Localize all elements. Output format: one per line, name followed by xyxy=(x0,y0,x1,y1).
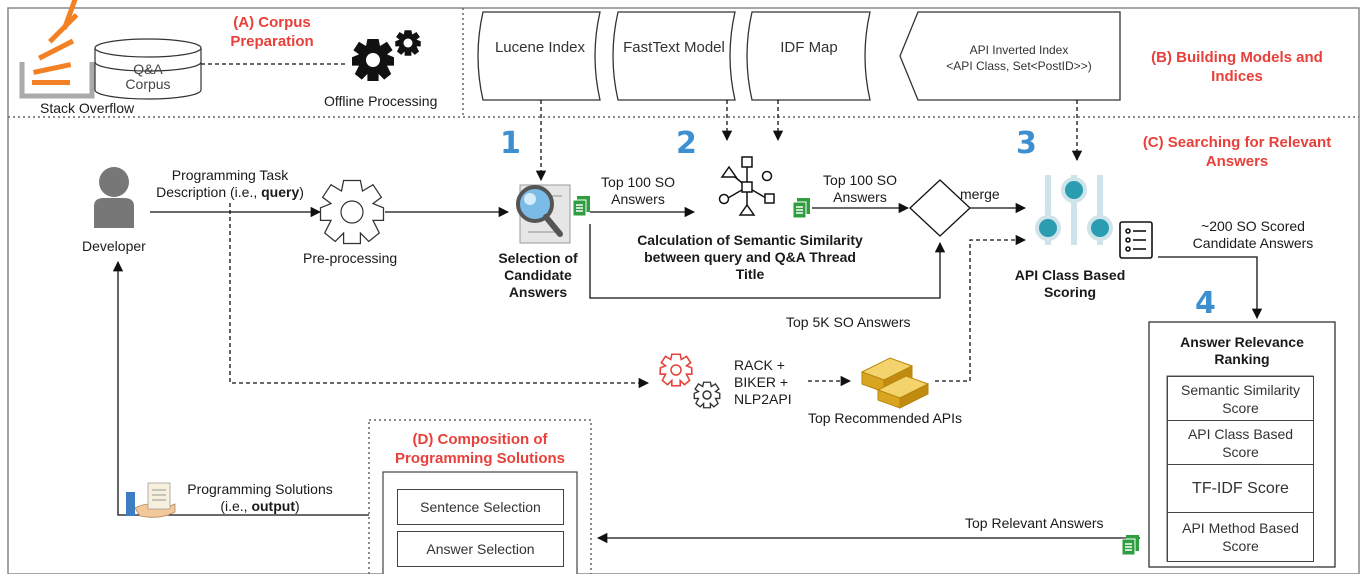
answer-selection-box: Answer Selection xyxy=(397,531,564,567)
step-1-number: 1 xyxy=(500,126,521,161)
step-4-number: 4 xyxy=(1195,286,1216,321)
top-recommended-apis-label: Top Recommended APIs xyxy=(807,410,963,426)
models-section-label: (B) Building Models and Indices xyxy=(1151,49,1323,85)
search-document-icon xyxy=(516,184,571,244)
developer-avatar xyxy=(94,167,134,228)
top100-answers-label-a: Top 100 SO Answers xyxy=(601,174,675,207)
qa-corpus-label: Q&A Corpus xyxy=(125,61,171,92)
composition-section-label: (D) Composition of Programming Solutions xyxy=(394,431,565,467)
api-class-based-score: API Class Based Score xyxy=(1167,420,1314,466)
preprocessing-gear-icon xyxy=(319,179,385,245)
programming-solutions-line1: Programming Solutions xyxy=(187,481,333,497)
developer-label: Developer xyxy=(82,238,146,254)
semantic-similarity-score: Semantic Similarity Score xyxy=(1167,376,1314,422)
task-description-line1: Programming Task xyxy=(171,167,289,183)
selection-label: Selection of Candidate Answers xyxy=(498,250,578,300)
search-section-label: (C) Searching for Relevant Answers xyxy=(1142,134,1332,170)
offline-processing-label: Offline Processing xyxy=(324,93,438,109)
composition-section-frame xyxy=(368,419,592,574)
idf-map-shape xyxy=(746,11,871,101)
offline-gears-icon xyxy=(352,30,421,81)
scored-candidates-label: ~200 SO Scored Candidate Answers xyxy=(1192,218,1314,251)
semantic-answers-document-icon xyxy=(792,197,811,219)
api-scoring-slider-icon xyxy=(1035,175,1113,245)
fasttext-model-shape xyxy=(612,11,736,101)
api-scoring-label: API Class Based Scoring xyxy=(1014,267,1126,300)
sentence-selection-box: Sentence Selection xyxy=(397,489,564,525)
qa-corpus-database-icon xyxy=(94,38,202,100)
apis-to-scoring-connector xyxy=(935,234,1027,382)
top5k-answers-label: Top 5K SO Answers xyxy=(786,314,911,330)
merge-label: merge xyxy=(960,186,1000,202)
lucene-index-label: Lucene Index xyxy=(494,39,586,56)
checklist-icon xyxy=(1119,221,1153,259)
fasttext-model-label: FastText Model xyxy=(623,39,725,56)
step-3-number: 3 xyxy=(1016,126,1037,161)
semantic-similarity-label: Calculation of Semantic Similarity betwe… xyxy=(637,232,863,282)
stack-overflow-label: Stack Overflow xyxy=(40,100,135,116)
top100-answers-label-b: Top 100 SO Answers xyxy=(823,172,897,205)
api-inverted-index-shape xyxy=(899,11,1121,101)
top5k-to-merge-connector xyxy=(589,224,946,299)
rack-gears-icon xyxy=(659,353,721,409)
hand-document-icon xyxy=(126,482,176,518)
stack-overflow-logo xyxy=(19,0,95,99)
idf-map-label: IDF Map xyxy=(780,39,838,56)
rack-biker-nlp2api-label: RACK + BIKER + NLP2API xyxy=(734,357,792,407)
api-method-based-score: API Method Based Score xyxy=(1167,512,1314,562)
query-to-rack-connector xyxy=(229,203,650,389)
merge-diamond xyxy=(909,179,971,237)
composition-to-developer-arrow xyxy=(112,260,369,516)
tf-idf-score: TF-IDF Score xyxy=(1167,464,1314,514)
api-inverted-index-title: API Inverted Index xyxy=(969,43,1069,57)
corpus-section-label: (A) Corpus Preparation xyxy=(230,14,314,50)
ranking-title: Answer Relevance Ranking xyxy=(1180,334,1304,367)
lucene-index-shape xyxy=(477,11,601,101)
gold-bars-icon xyxy=(860,357,930,409)
task-description-line2: Description (i.e., query) xyxy=(156,184,304,200)
scoring-to-ranking-arrow xyxy=(1158,256,1263,320)
programming-solutions-line2: (i.e., output) xyxy=(220,498,300,514)
outer-frame xyxy=(7,7,1360,574)
api-inverted-index-type: <API Class, Set<PostID>>) xyxy=(946,59,1092,73)
preprocessing-label: Pre-processing xyxy=(303,250,398,266)
semantic-graph-icon xyxy=(718,156,775,216)
top-relevant-answers-label: Top Relevant Answers xyxy=(965,515,1104,531)
step-2-number: 2 xyxy=(676,126,697,161)
